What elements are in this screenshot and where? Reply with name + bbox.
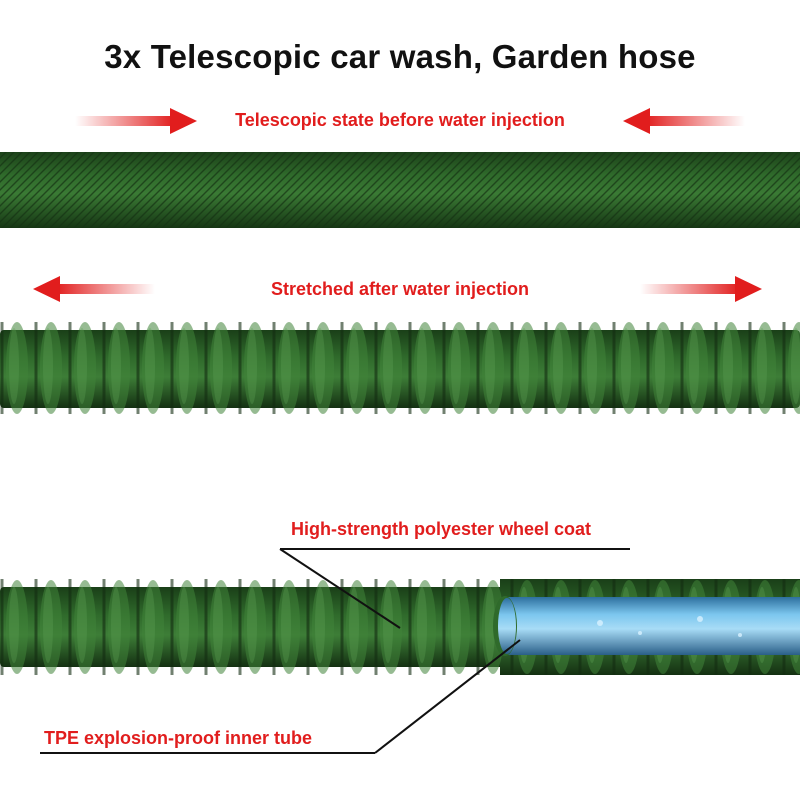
- caption-polyester-coat: High-strength polyester wheel coat: [291, 519, 592, 539]
- hose-stretched: [0, 322, 800, 414]
- arrow-right-icon: [75, 108, 197, 134]
- caption-after-injection: Stretched after water injection: [270, 279, 530, 299]
- caption-tpe-tube: TPE explosion-proof inner tube: [44, 728, 313, 748]
- arrow-right-icon: [640, 276, 762, 302]
- hose-compressed: [0, 152, 800, 228]
- caption-before-injection: Telescopic state before water injection: [235, 110, 565, 130]
- page-title: 3x Telescopic car wash, Garden hose: [104, 38, 696, 75]
- hose-cutaway: [0, 579, 800, 675]
- arrow-left-icon: [33, 276, 155, 302]
- arrow-left-icon: [623, 108, 745, 134]
